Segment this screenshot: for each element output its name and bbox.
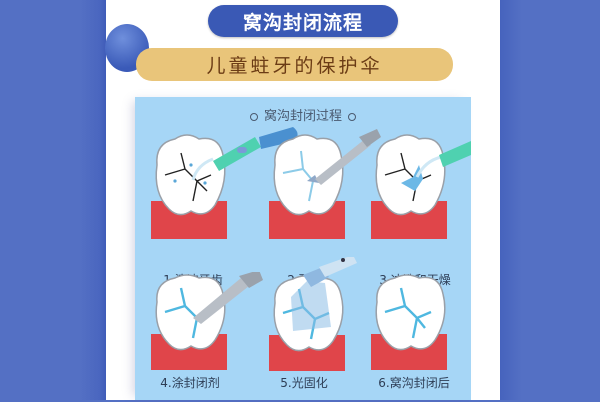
process-illustration: 窝沟封闭过程 1.清洁牙齿 2.酸蚀 (135, 97, 471, 400)
title-banner: 窝沟封闭流程 (208, 5, 398, 37)
tooth-sealant-icon (151, 272, 263, 370)
step-3: 3.冲洗和干燥 (355, 125, 471, 287)
step-label: 6.窝沟封闭后 (378, 376, 450, 390)
process-heading-text: 窝沟封闭过程 (263, 109, 342, 124)
subtitle-banner: 儿童蛀牙的保护伞 (136, 48, 453, 81)
circle-bullet-icon (348, 112, 356, 121)
left-blue-border (0, 0, 106, 400)
tooth-sealed-icon (371, 274, 447, 370)
process-heading: 窝沟封闭过程 (135, 105, 471, 124)
step-label: 4.涂封闭剂 (160, 376, 220, 390)
step-label: 5.光固化 (280, 376, 328, 390)
tooth-rinsing-icon (371, 134, 471, 239)
circle-bullet-icon (249, 112, 258, 121)
right-blue-border (500, 0, 600, 400)
step-2: 2.酸蚀 (253, 125, 381, 287)
tooth-cleaning-icon (151, 127, 298, 239)
tooth-etching-icon (269, 129, 381, 239)
step-5: 5.光固化 (253, 257, 363, 402)
step-4: 4.涂封闭剂 (135, 272, 263, 402)
step-1: 1.清洁牙齿 (135, 125, 298, 287)
tooth-light-curing-icon (269, 257, 357, 371)
step-6: 6.窝沟封闭后 (355, 272, 465, 402)
